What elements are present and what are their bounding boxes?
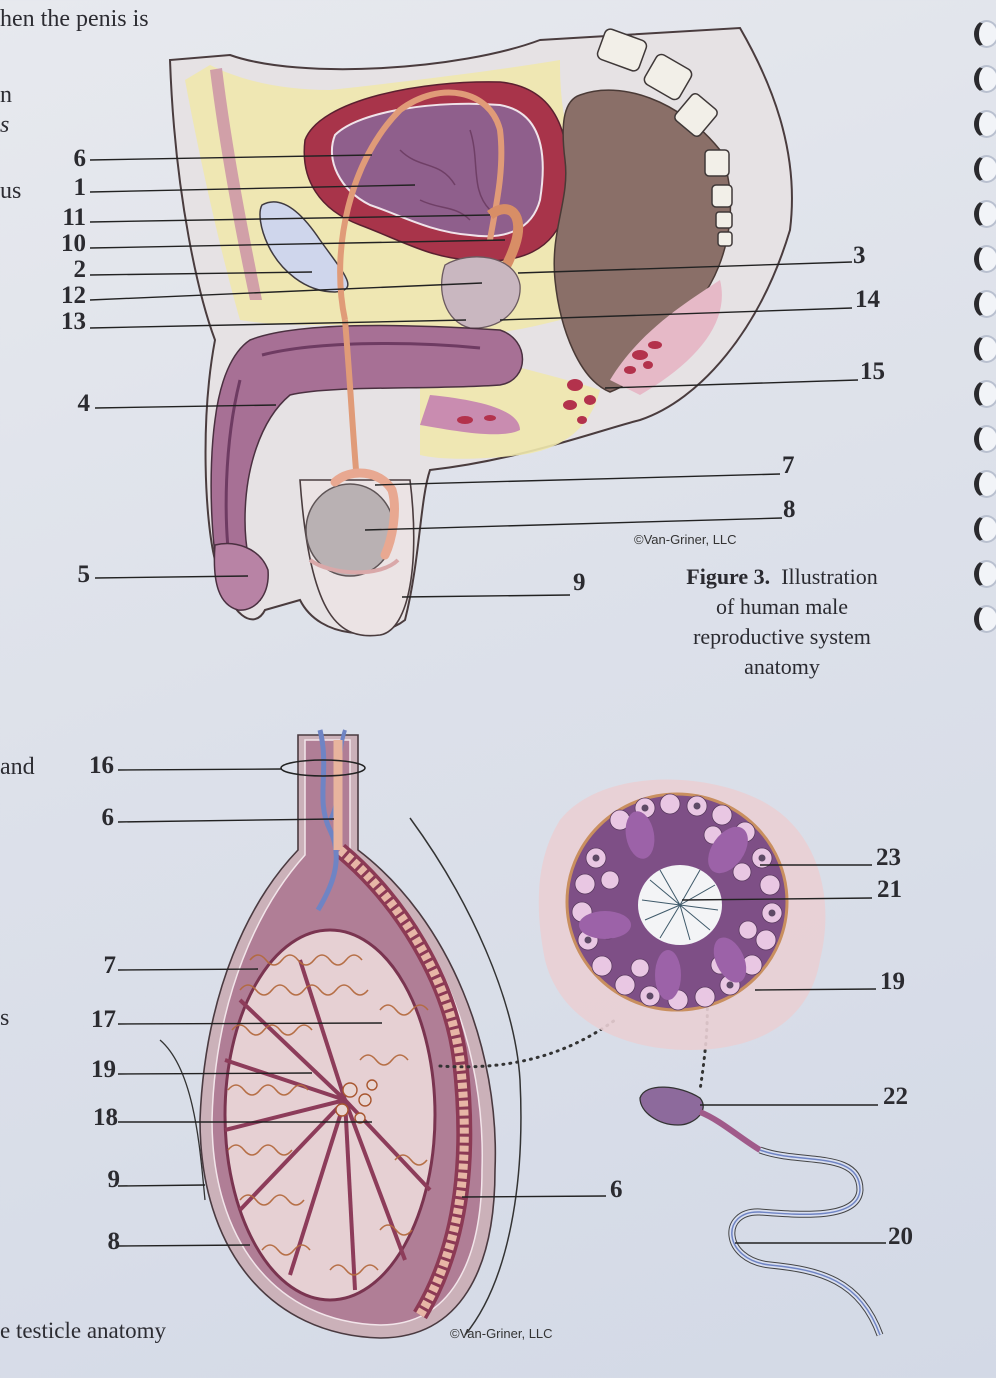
label-6: 6 (101, 804, 115, 831)
label-3: 3 (853, 242, 866, 269)
caption-line3: reproductive system (693, 624, 871, 649)
figure4-caption-fragment: e testicle anatomy (0, 1318, 167, 1343)
binding-ring (974, 425, 996, 453)
label-8: 8 (107, 1228, 121, 1255)
caption-figure-number: Figure 3. (686, 564, 771, 589)
label-16: 16 (89, 752, 114, 779)
binding-ring (974, 20, 996, 48)
figure3-copyright: ©Van-Griner, LLC (634, 532, 737, 547)
binding-ring (974, 560, 996, 588)
label-5: 5 (77, 561, 91, 588)
binding-ring (974, 470, 996, 498)
label-19: 19 (880, 968, 905, 995)
label-10: 10 (61, 230, 86, 257)
label-2: 2 (73, 256, 87, 283)
label-17: 17 (91, 1006, 116, 1033)
label-18: 18 (93, 1104, 118, 1131)
binding-ring (974, 155, 996, 183)
binding-ring (974, 380, 996, 408)
page-text-fragment: s (0, 112, 10, 138)
label-13: 13 (61, 308, 86, 335)
label-7: 7 (103, 952, 117, 979)
label-22: 22 (883, 1083, 908, 1110)
label-6: 6 (73, 145, 87, 172)
figure4-copyright: ©Van-Griner, LLC (450, 1326, 553, 1341)
label-12: 12 (61, 282, 86, 309)
label-9: 9 (573, 569, 586, 596)
label-9: 9 (107, 1166, 121, 1193)
binding-ring (974, 515, 996, 543)
binding-ring (974, 65, 996, 93)
binding-ring (974, 335, 996, 363)
caption-line2: of human male (716, 594, 848, 619)
label-20: 20 (888, 1223, 913, 1250)
binding-ring (974, 200, 996, 228)
label-23: 23 (876, 844, 901, 871)
caption-line1: Illustration (781, 564, 878, 589)
label-14: 14 (855, 286, 880, 313)
binding-ring (974, 245, 996, 273)
binding-ring (974, 290, 996, 318)
label-21: 21 (877, 876, 902, 903)
label-1: 1 (73, 174, 87, 201)
label-4: 4 (77, 390, 91, 417)
figure3-illustration (89, 26, 859, 637)
binding-ring (974, 110, 996, 138)
label-6: 6 (610, 1176, 623, 1203)
figure3-caption: Figure 3. Illustration of human male rep… (662, 562, 902, 682)
label-15: 15 (860, 358, 885, 385)
label-19: 19 (91, 1056, 116, 1083)
page-text-fragment: s (0, 1005, 10, 1031)
page-text-fragment: us (0, 178, 22, 204)
figure4-illustration (117, 729, 886, 1339)
binding-ring (974, 605, 996, 633)
page-text-top: hen the penis is (0, 6, 149, 32)
label-11: 11 (62, 204, 86, 231)
page-text-fragment: and (0, 754, 35, 780)
label-8: 8 (783, 496, 796, 523)
caption-line4: anatomy (744, 654, 820, 679)
page-text-fragment: n (0, 82, 12, 108)
label-7: 7 (782, 452, 795, 479)
